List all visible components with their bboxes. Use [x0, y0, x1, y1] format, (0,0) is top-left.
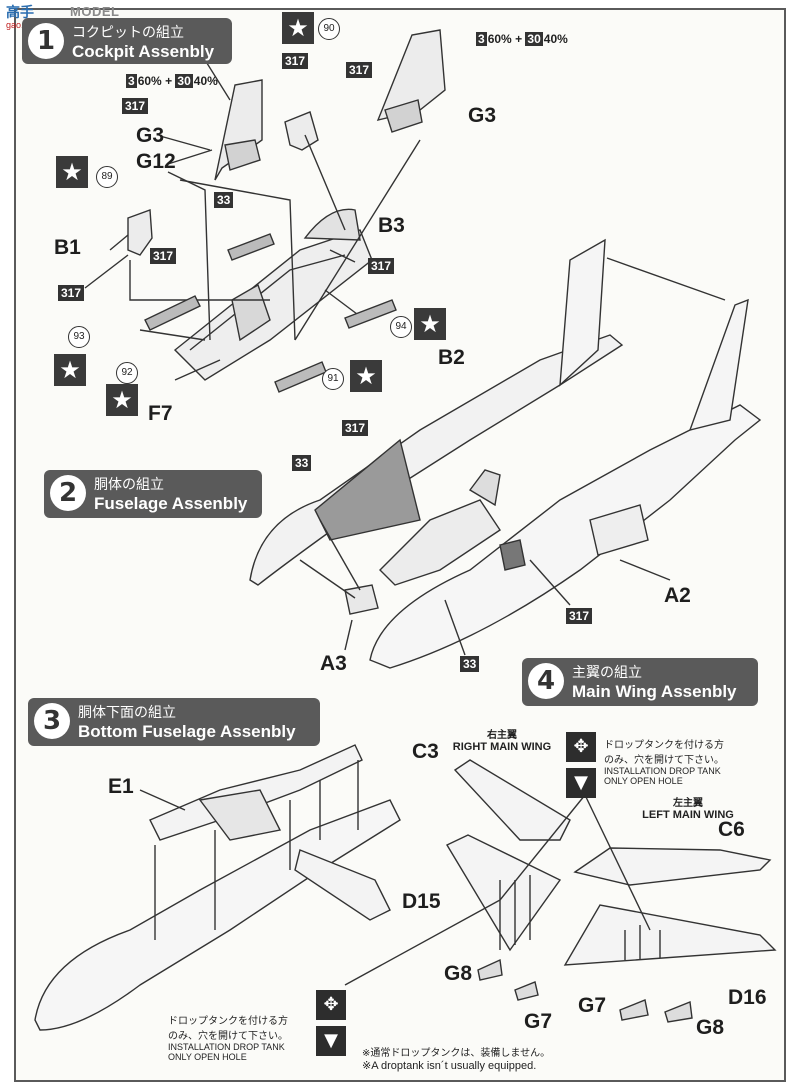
- part-e1: E1: [108, 775, 134, 798]
- paint-mix-code-b: 30: [525, 32, 543, 46]
- star-decal-icon: ★: [350, 360, 382, 392]
- step-4-number: 4: [528, 663, 564, 699]
- part-g7-right-wing: G7: [524, 1010, 553, 1033]
- footer-note-ja: ※通常ドロップタンクは、装備しません。: [362, 1048, 551, 1059]
- instruction-sheet: [14, 8, 786, 1082]
- part-c6: C6: [718, 818, 745, 841]
- part-f7: F7: [148, 402, 173, 425]
- paint-mix-code-a: 3: [126, 74, 137, 88]
- paint-mix-pct-a: 60%: [137, 74, 162, 88]
- step-2-header: 2 胴体の組立 Fuselage Assenbly: [44, 470, 262, 518]
- paint-mix-pct-b: 40%: [543, 32, 568, 46]
- paint-code-317: 317: [566, 608, 593, 624]
- drop-tank-note-en2: ONLY OPEN HOLE: [604, 776, 683, 786]
- drop-tank-note-ja2: のみ、穴を開けて下さい。: [604, 755, 724, 766]
- step-3-number: 3: [34, 703, 70, 739]
- paint-code-33: 33: [292, 455, 312, 471]
- part-b1: B1: [54, 236, 81, 259]
- part-g8-left-wing: G8: [696, 1016, 725, 1039]
- drill-hole-icon: ▼: [566, 768, 596, 798]
- star-decal-icon: ★: [414, 308, 446, 340]
- right-wing-title-en: RIGHT MAIN WING: [452, 741, 552, 753]
- right-wing-title: 右主翼 RIGHT MAIN WING: [432, 726, 572, 753]
- drill-direction-icon: ✥: [566, 732, 596, 762]
- right-wing-title-ja: 右主翼: [487, 730, 517, 741]
- part-a3: A3: [320, 652, 347, 675]
- step-3-header: 3 胴体下面の組立 Bottom Fuselage Assenbly: [28, 698, 320, 746]
- drop-tank-note-ja1: ドロップタンクを付ける方: [168, 1016, 288, 1027]
- paint-code-33: 33: [460, 656, 480, 672]
- step-1-header: 1 コクピットの組立 Cockpit Assenbly: [22, 18, 232, 64]
- drop-tank-note-ja2: のみ、穴を開けて下さい。: [168, 1031, 288, 1042]
- left-wing-title-en: LEFT MAIN WING: [642, 809, 734, 821]
- decal-number: 91: [322, 368, 344, 390]
- paint-code-33: 33: [214, 192, 234, 208]
- part-g3-left: G3: [136, 124, 165, 147]
- part-c3: C3: [412, 740, 439, 763]
- decal-number: 92: [116, 362, 138, 384]
- paint-mix-pct-b: 40%: [193, 74, 218, 88]
- paint-code-317: 317: [368, 258, 395, 274]
- part-b2: B2: [438, 346, 465, 369]
- paint-mix-plus: +: [515, 32, 523, 46]
- drop-tank-note: ドロップタンクを付ける方 のみ、穴を開けて下さい。 INSTALLATION D…: [604, 736, 764, 786]
- decal-number: 89: [96, 166, 118, 188]
- paint-code-317: 317: [342, 420, 369, 436]
- left-wing-title-ja: 左主翼: [673, 798, 703, 809]
- watermark-logo: 高手: [6, 5, 34, 21]
- part-g12: G12: [136, 150, 176, 173]
- star-decal-icon: ★: [54, 354, 86, 386]
- star-decal-icon: ★: [56, 156, 88, 188]
- drop-tank-note-en1: INSTALLATION DROP TANK: [604, 766, 721, 776]
- part-g7-left-wing: G7: [578, 994, 607, 1017]
- step-1-number: 1: [28, 23, 64, 59]
- drop-tank-note-bottom: ドロップタンクを付ける方 のみ、穴を開けて下さい。 INSTALLATION D…: [168, 1012, 318, 1062]
- part-g8-right-wing: G8: [444, 962, 473, 985]
- step-4-title-ja: 主翼の組立: [572, 665, 642, 681]
- decal-number: 93: [68, 326, 90, 348]
- drill-direction-icon: ✥: [316, 990, 346, 1020]
- left-wing-title: 左主翼 LEFT MAIN WING: [618, 794, 758, 821]
- paint-mix-code-b: 30: [175, 74, 193, 88]
- star-decal-icon: ★: [282, 12, 314, 44]
- star-decal-icon: ★: [106, 384, 138, 416]
- part-d15: D15: [402, 890, 441, 913]
- paint-code-317: 317: [282, 53, 309, 69]
- drop-tank-note-en2: ONLY OPEN HOLE: [168, 1052, 247, 1062]
- paint-mix-plus: +: [165, 74, 173, 88]
- paint-code-317: 317: [346, 62, 373, 78]
- step-2-title-ja: 胴体の組立: [94, 477, 164, 493]
- drill-hole-icon: ▼: [316, 1026, 346, 1056]
- part-a2: A2: [664, 584, 691, 607]
- paint-code-317: 317: [150, 248, 177, 264]
- footer-note: ※通常ドロップタンクは、装備しません。 ※A droptank isn´t us…: [362, 1044, 622, 1072]
- part-g3-right: G3: [468, 104, 497, 127]
- step-3-title-en: Bottom Fuselage Assenbly: [78, 722, 296, 741]
- step-1-title-ja: コクピットの組立: [72, 25, 184, 41]
- paint-mix-pct-a: 60%: [487, 32, 512, 46]
- decal-number: 94: [390, 316, 412, 338]
- step-1-title-en: Cockpit Assenbly: [72, 42, 215, 61]
- paint-code-317: 317: [122, 98, 149, 114]
- step-4-title-en: Main Wing Assenbly: [572, 682, 737, 701]
- step-3-title-ja: 胴体下面の組立: [78, 705, 176, 721]
- part-b3: B3: [378, 214, 405, 237]
- step-2-title-en: Fuselage Assenbly: [94, 494, 248, 513]
- paint-mix-code-a: 3: [476, 32, 487, 46]
- step-2-number: 2: [50, 475, 86, 511]
- footer-note-en: ※A droptank isn´t usually equipped.: [362, 1060, 537, 1072]
- part-d16: D16: [728, 986, 767, 1009]
- decal-number: 90: [318, 18, 340, 40]
- step-4-header: 4 主翼の組立 Main Wing Assenbly: [522, 658, 758, 706]
- drop-tank-note-en1: INSTALLATION DROP TANK: [168, 1042, 285, 1052]
- paint-code-317: 317: [58, 285, 85, 301]
- drop-tank-note-ja1: ドロップタンクを付ける方: [604, 740, 724, 751]
